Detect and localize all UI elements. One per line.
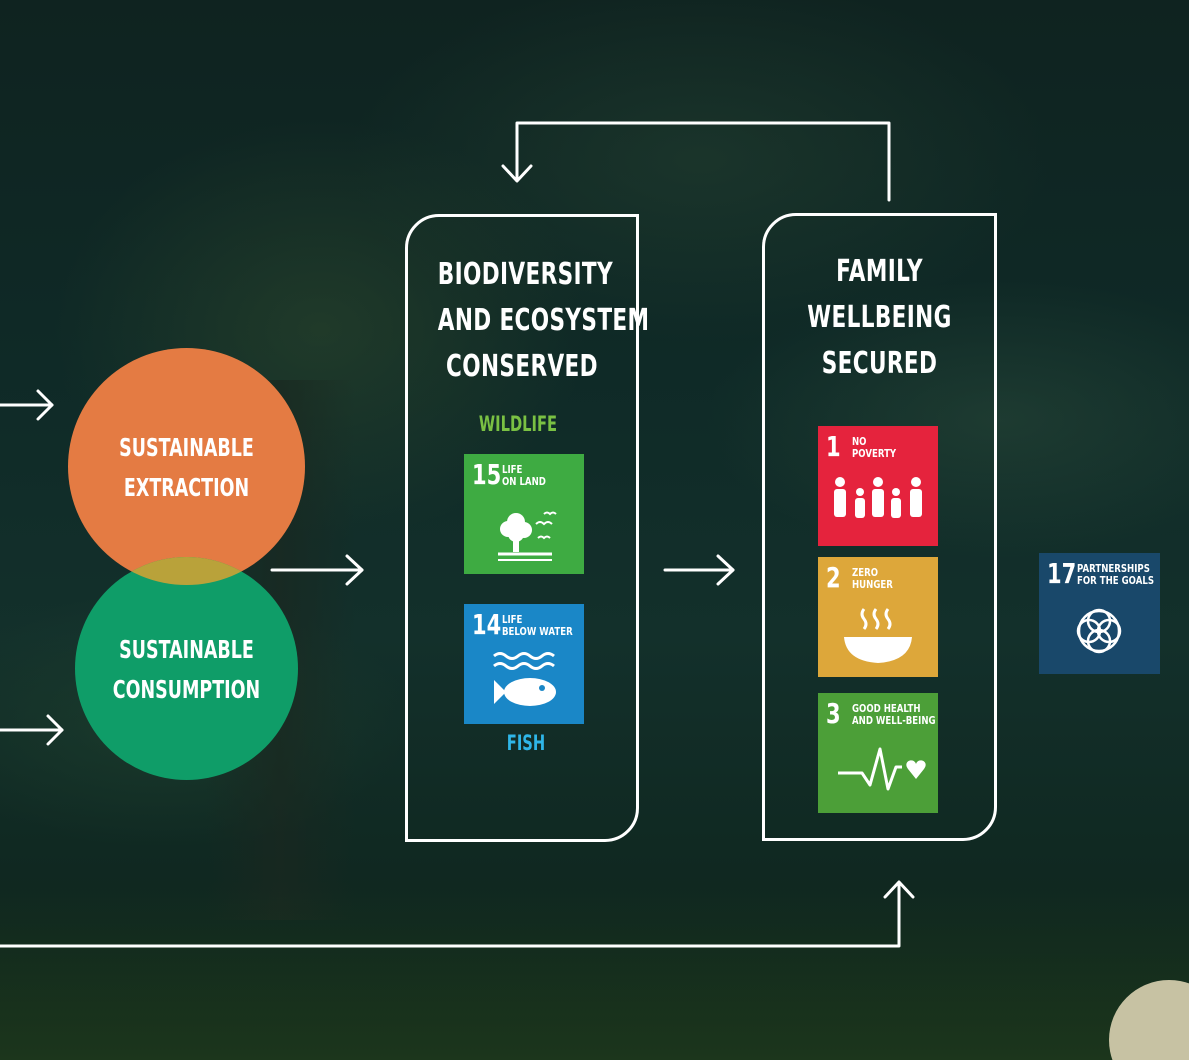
biodiversity-panel-title: BIODIVERSITY AND ECOSYSTEM CONSERVED <box>437 257 650 384</box>
feedback-loop-arrowhead <box>501 164 533 183</box>
wildlife-label: WILDLIFE <box>478 412 558 436</box>
bottom-loop-arrowhead <box>883 880 915 899</box>
bottom-loop-line <box>0 881 901 948</box>
biodiversity-to-family-head <box>716 554 735 586</box>
biodiversity-panel <box>405 214 639 842</box>
rings-icon <box>1076 608 1122 654</box>
family-wellbeing-panel <box>762 213 997 841</box>
sustainable-extraction-label: SUSTAINABLE EXTRACTION <box>119 433 254 502</box>
sustainable-consumption-circle <box>75 557 298 780</box>
circles-to-biodiversity-head <box>345 554 364 586</box>
family-panel-title: FAMILY WELLBEING SECURED <box>807 254 952 381</box>
fish-waves-icon <box>493 652 556 706</box>
bowl-icon <box>844 608 912 663</box>
feedback-loop-line <box>515 121 891 202</box>
sustainable-consumption-label: SUSTAINABLE CONSUMPTION <box>112 635 261 704</box>
family-icon <box>834 477 922 518</box>
input-arrow-top-head <box>36 389 54 421</box>
tree-birds-icon <box>498 511 557 561</box>
heartbeat-icon <box>838 747 926 791</box>
sustainable-extraction-circle <box>68 348 305 585</box>
ground-backdrop <box>0 880 1189 1060</box>
input-arrow-bottom-head <box>46 714 64 746</box>
fish-label: FISH <box>506 731 546 755</box>
